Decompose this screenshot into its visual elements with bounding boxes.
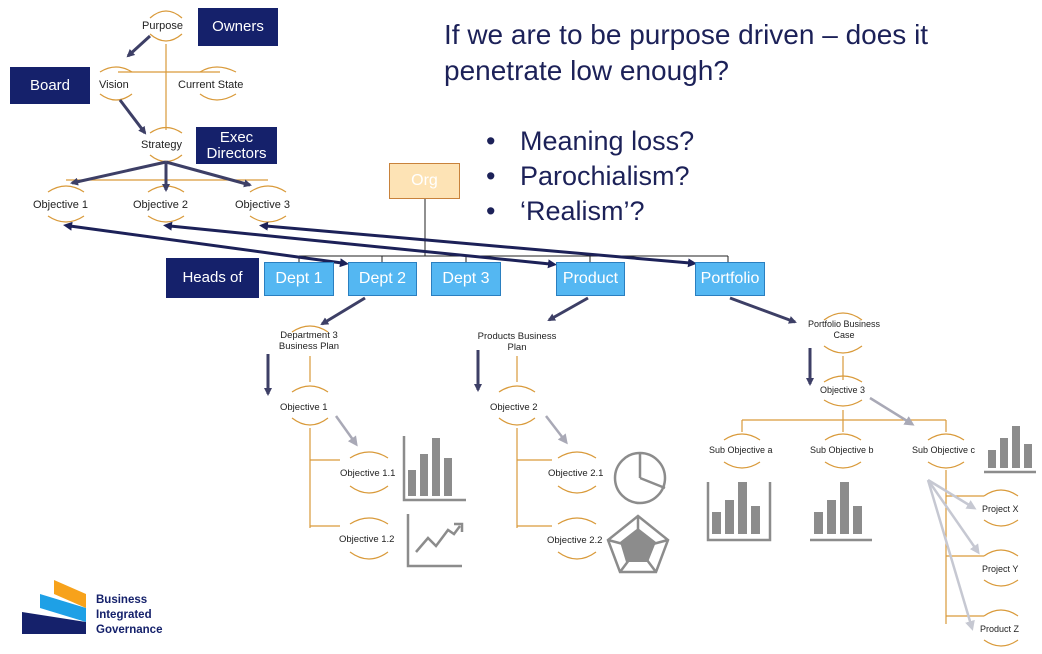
portfolio-box: Portfolio <box>695 262 765 296</box>
heads-of-box: Heads of <box>166 258 259 298</box>
unit-plan-arrows <box>264 296 814 396</box>
sub-objective-b-node: Sub Objective b <box>810 445 874 455</box>
bar-chart-icon <box>984 426 1036 474</box>
logo-line: Business <box>96 594 148 606</box>
logo-line: Integrated <box>96 609 152 621</box>
products-tree-connectors <box>498 356 597 560</box>
bullet-item: Meaning loss? <box>486 124 694 159</box>
org-box: Org <box>389 163 460 199</box>
objective-1-2-node: Objective 1.2 <box>339 534 395 545</box>
dept3-objective-node: Objective 1 <box>280 402 328 413</box>
bullet-item: ‘Realism’? <box>486 194 694 229</box>
question-list: Meaning loss? Parochialism? ‘Realism’? <box>486 124 694 229</box>
top-tree-arrows <box>70 34 252 192</box>
product-z-node: Product Z <box>980 624 1020 634</box>
logo-line: Governance <box>96 624 163 636</box>
product-box: Product <box>556 262 625 296</box>
sub-objective-arrows <box>334 396 915 447</box>
strategy-node: Strategy <box>141 139 182 151</box>
objective-unit-links <box>63 221 697 269</box>
project-y-node: Project Y <box>982 564 1019 574</box>
line-chart-icon <box>406 514 464 568</box>
dept-3-box: Dept 3 <box>431 262 501 296</box>
bar-chart-icon <box>402 436 466 502</box>
portfolio-objective-node: Objective 3 <box>820 385 866 395</box>
pie-chart-icon <box>613 451 667 505</box>
sub-objective-c-node: Sub Objective c <box>912 445 976 455</box>
radar-chart-icon <box>606 514 670 574</box>
sub-objective-a-node: Sub Objective a <box>709 445 773 455</box>
portfolio-tree-connectors <box>723 312 1019 647</box>
purpose-node: Purpose <box>142 20 183 32</box>
vision-node: Vision <box>99 79 129 91</box>
objective-1-1-node: Objective 1.1 <box>340 468 396 479</box>
logo-wordmark: Business Integrated Governance <box>96 593 162 638</box>
current-state-node: Current State <box>178 79 244 91</box>
objective-2-1-node: Objective 2.1 <box>548 468 604 479</box>
portfolio-plan-node: Portfolio Business Case <box>807 319 881 340</box>
exec-directors-box: Exec Directors <box>196 127 277 164</box>
objective-2-node: Objective 2 <box>133 199 189 211</box>
objective-3-node: Objective 3 <box>235 199 291 211</box>
dept-2-box: Dept 2 <box>348 262 417 296</box>
bar-chart-icon <box>706 482 772 542</box>
products-objective-node: Objective 2 <box>490 402 538 413</box>
objective-1-node: Objective 1 <box>33 199 89 211</box>
products-plan-node: Products Business Plan <box>477 331 557 353</box>
project-arrows <box>926 478 980 631</box>
dept3-plan-node: Department 3 Business Plan <box>278 330 340 352</box>
bullet-item: Parochialism? <box>486 159 694 194</box>
objective-2-2-node: Objective 2.2 <box>547 535 603 546</box>
slide-headline: If we are to be purpose driven – does it… <box>444 19 929 86</box>
board-box: Board <box>10 67 90 104</box>
dept3-tree-connectors <box>291 325 389 560</box>
dept-1-box: Dept 1 <box>264 262 334 296</box>
owners-box: Owners <box>198 8 278 46</box>
project-x-node: Project X <box>982 504 1019 514</box>
bar-chart-icon <box>810 482 872 542</box>
business-integrated-governance-logo <box>22 580 86 634</box>
